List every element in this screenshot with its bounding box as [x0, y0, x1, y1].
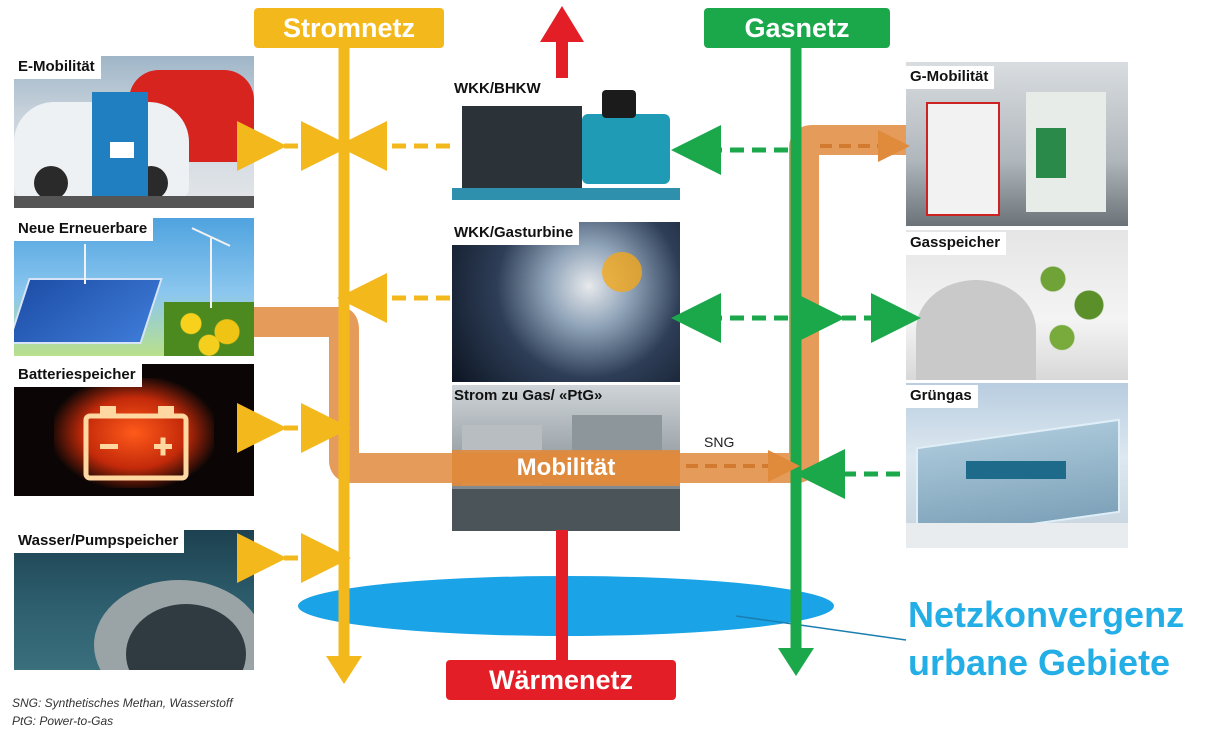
- e-mobility-label: E-Mobilität: [14, 56, 101, 79]
- pumped-hydro-photo: [14, 530, 254, 670]
- gas-arrow-down: [778, 648, 814, 676]
- green-gas-photo: [906, 383, 1128, 548]
- footnote-ptg: PtG: Power-to-Gas: [12, 714, 114, 728]
- battery-icon: [83, 406, 189, 481]
- green-gas-label: Grüngas: [906, 385, 978, 408]
- chp-unit-label: WKK/BHKW: [454, 80, 541, 97]
- gas-mobility-label: G-Mobilität: [906, 66, 995, 89]
- gas-mobility-photo: [906, 62, 1128, 226]
- gas-network-label: Gasnetz: [704, 8, 890, 48]
- pumped-hydro-label: Wasser/Pumpspeicher: [14, 530, 185, 553]
- battery-label: Batteriespeicher: [14, 364, 142, 387]
- gas-storage-photo: [906, 230, 1128, 380]
- e-mobility-photo: [14, 56, 254, 208]
- convergence-title: Netzkonvergenz: [908, 594, 1185, 635]
- power-to-gas-label: Strom zu Gas/ «PtG»: [454, 387, 603, 404]
- strom-network-label: Stromnetz: [254, 8, 444, 48]
- mobility-flow-line: [254, 125, 906, 483]
- footnote-sng: SNG: Synthetisches Methan, Wasserstoff: [12, 696, 233, 710]
- strom-arrow-down: [326, 656, 362, 684]
- gas-storage-label: Gasspeicher: [906, 232, 1007, 255]
- chp-unit-photo: [452, 78, 680, 212]
- sng-label: SNG: [704, 434, 735, 450]
- heat-network-label: Wärmenetz: [446, 660, 676, 700]
- gas-turbine-photo: [452, 222, 680, 382]
- renewables-photo: [14, 218, 254, 356]
- gas-turbine-label: WKK/Gasturbine: [450, 222, 580, 245]
- convergence-subtitle: urbane Gebiete: [908, 642, 1171, 683]
- renewables-label: Neue Erneuerbare: [14, 218, 154, 241]
- heat-line: [556, 530, 568, 660]
- mobility-flow-label: Mobilität: [452, 450, 680, 486]
- heat-arrow-up: [540, 6, 584, 78]
- convergence-pointer: [735, 615, 907, 641]
